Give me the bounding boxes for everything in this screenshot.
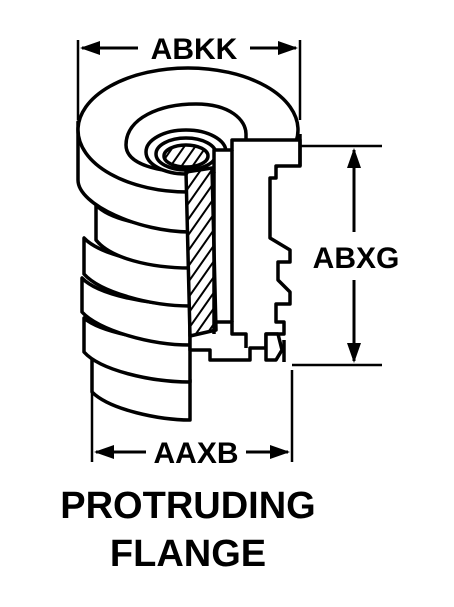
locking-tab xyxy=(264,332,284,362)
arrow-head-right xyxy=(278,41,298,55)
arrow-head-right-bottom xyxy=(270,445,290,459)
arrow-head-down xyxy=(347,343,361,363)
bottom-width-label: AAXB xyxy=(153,437,238,470)
caption-line-1: PROTRUDING xyxy=(60,485,315,527)
threaded-insert-body xyxy=(76,66,302,422)
top-width-dimension: ABKK xyxy=(76,33,302,120)
bottom-width-dimension: AAXB xyxy=(90,370,294,470)
top-width-label: ABKK xyxy=(151,33,238,66)
internal-thread xyxy=(184,166,218,338)
arrow-head-left xyxy=(80,41,100,55)
height-label: ABXG xyxy=(313,242,400,275)
inner-step xyxy=(214,320,248,348)
arrow-head-up xyxy=(347,148,361,168)
arrow-head-left-bottom xyxy=(94,445,114,459)
thread-entry-inner xyxy=(162,143,210,169)
height-dimension: ABXG xyxy=(292,144,400,367)
section-cut-face xyxy=(188,138,302,362)
caption-line-2: FLANGE xyxy=(110,533,266,575)
